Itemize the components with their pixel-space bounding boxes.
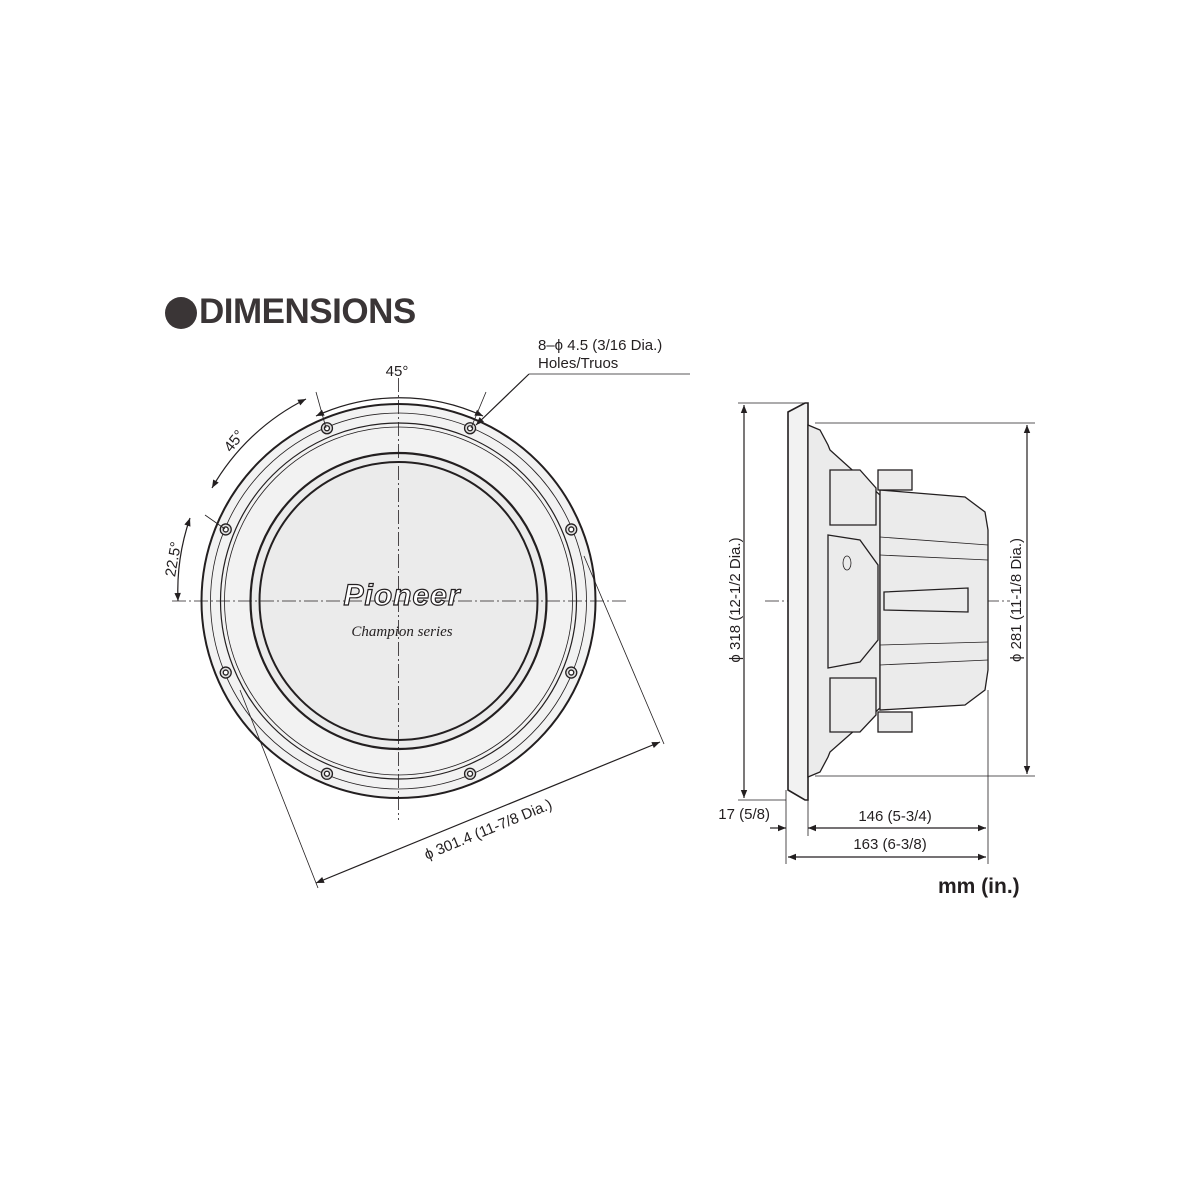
- mounting-hole: [568, 669, 575, 676]
- mount-depth-label: 146 (5-3/4): [858, 808, 931, 825]
- holes-note-line1: 8–ϕ 4.5 (3/16 Dia.): [538, 337, 662, 354]
- mounting-hole: [568, 526, 575, 533]
- title-bullet-icon: [165, 297, 197, 329]
- flange-depth-label: 17 (5/8): [718, 806, 770, 823]
- mounting-hole: [323, 770, 331, 777]
- total-depth-label: 163 (6-3/8): [853, 836, 926, 853]
- units-label: mm (in.): [938, 875, 1020, 898]
- mounting-hole: [466, 770, 474, 777]
- front-diameter-label: ϕ 301.4 (11-7/8 Dia.): [422, 796, 555, 864]
- angle-left: 22.5°: [162, 540, 185, 578]
- front-view: Pioneer Champion series 45° 45° 22.5° 8–…: [162, 337, 690, 889]
- angle-top: 45°: [386, 363, 409, 380]
- holes-note-line2: Holes/Truos: [538, 355, 618, 372]
- pioneer-logo: Pioneer: [343, 579, 461, 612]
- mounting-hole: [222, 669, 229, 676]
- angle-upper-left: 45°: [221, 427, 248, 455]
- series-name: Champion series: [351, 624, 452, 640]
- basket-diameter-label: ϕ 281 (11-1/8 Dia.): [1008, 538, 1025, 662]
- overall-diameter-label: ϕ 318 (12-1/2 Dia.): [727, 537, 744, 662]
- mounting-hole: [222, 526, 229, 533]
- page-title: DIMENSIONS: [199, 292, 416, 331]
- side-view: ϕ 318 (12-1/2 Dia.) ϕ 281 (11-1/8 Dia.) …: [718, 402, 1035, 864]
